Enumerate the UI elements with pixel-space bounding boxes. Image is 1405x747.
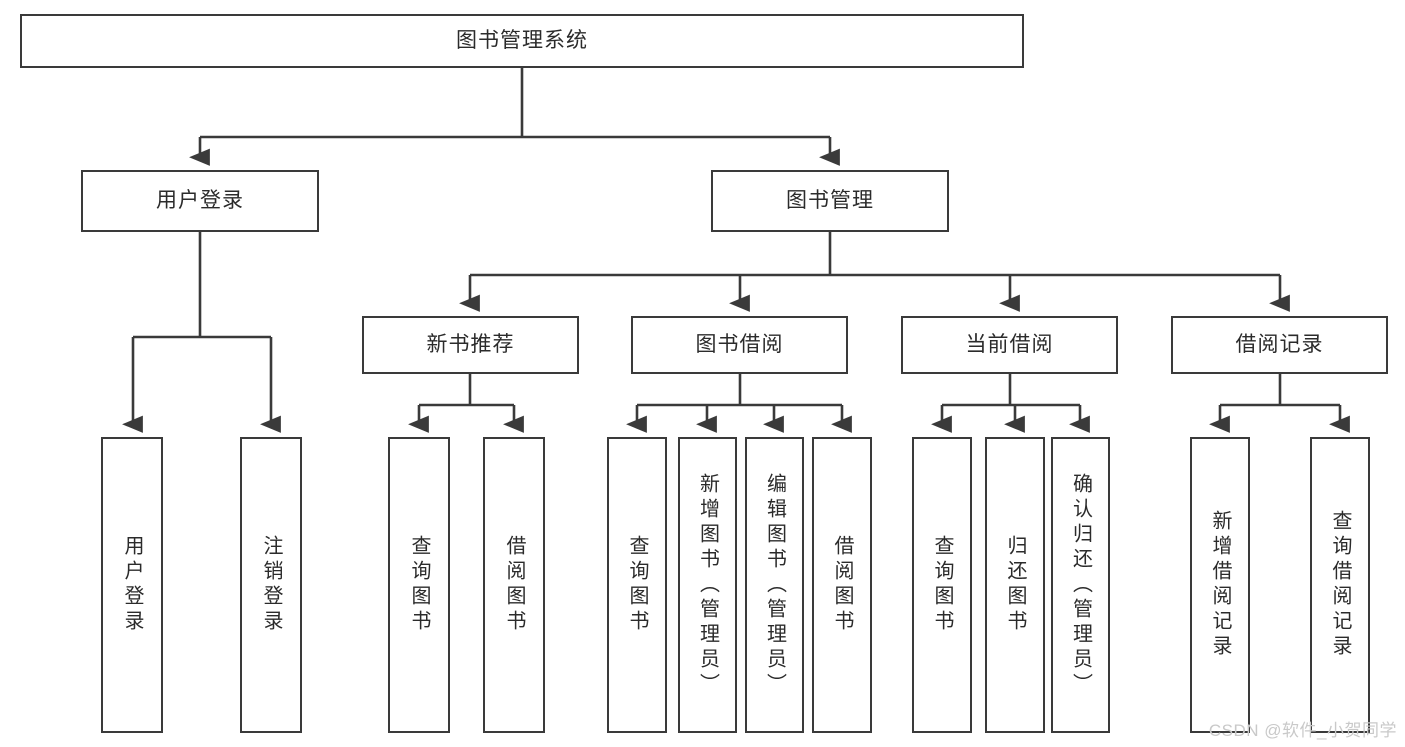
leaf-borrow-edit-book-admin-label: 编辑图书（管理员） bbox=[763, 472, 786, 698]
node-current-borrow-label: 当前借阅 bbox=[965, 333, 1054, 357]
leaf-borrow-add-book-admin-label: 新增图书（管理员） bbox=[696, 472, 719, 698]
leaf-current-return-book-label: 归还图书 bbox=[1004, 535, 1026, 635]
leaf-user-login-label: 用户登录 bbox=[121, 535, 143, 635]
leaf-record-add-borrow-record-label: 新增借阅记录 bbox=[1209, 510, 1231, 660]
node-user-login[interactable]: 用户登录 bbox=[81, 170, 319, 232]
leaf-borrow-edit-book-admin[interactable]: 编辑图书（管理员） bbox=[745, 437, 804, 733]
leaf-newbook-query-book[interactable]: 查询图书 bbox=[388, 437, 450, 733]
leaf-current-return-book[interactable]: 归还图书 bbox=[985, 437, 1045, 733]
leaf-borrow-add-book-admin[interactable]: 新增图书（管理员） bbox=[678, 437, 737, 733]
leaf-newbook-borrow-book-label: 借阅图书 bbox=[503, 535, 525, 635]
node-book-borrow[interactable]: 图书借阅 bbox=[631, 316, 848, 374]
node-root[interactable]: 图书管理系统 bbox=[20, 14, 1024, 68]
leaf-record-add-borrow-record[interactable]: 新增借阅记录 bbox=[1190, 437, 1250, 733]
leaf-record-query-borrow-record[interactable]: 查询借阅记录 bbox=[1310, 437, 1370, 733]
node-current-borrow[interactable]: 当前借阅 bbox=[901, 316, 1118, 374]
node-root-label: 图书管理系统 bbox=[456, 29, 588, 53]
node-new-book-recommend-label: 新书推荐 bbox=[426, 333, 515, 357]
node-book-management-label: 图书管理 bbox=[786, 189, 874, 213]
node-user-login-label: 用户登录 bbox=[156, 189, 244, 213]
leaf-record-query-borrow-record-label: 查询借阅记录 bbox=[1329, 510, 1351, 660]
leaf-borrow-borrow-book[interactable]: 借阅图书 bbox=[812, 437, 872, 733]
leaf-borrow-query-book-label: 查询图书 bbox=[626, 535, 648, 635]
leaf-newbook-borrow-book[interactable]: 借阅图书 bbox=[483, 437, 545, 733]
node-borrow-record-label: 借阅记录 bbox=[1235, 333, 1324, 357]
leaf-logout-login[interactable]: 注销登录 bbox=[240, 437, 302, 733]
leaf-current-confirm-return-admin[interactable]: 确认归还（管理员） bbox=[1051, 437, 1110, 733]
leaf-borrow-borrow-book-label: 借阅图书 bbox=[831, 535, 853, 635]
leaf-current-query-book-label: 查询图书 bbox=[931, 535, 953, 635]
leaf-current-confirm-return-admin-label: 确认归还（管理员） bbox=[1069, 472, 1092, 698]
leaf-logout-login-label: 注销登录 bbox=[260, 535, 282, 635]
leaf-user-login[interactable]: 用户登录 bbox=[101, 437, 163, 733]
leaf-current-query-book[interactable]: 查询图书 bbox=[912, 437, 972, 733]
leaf-newbook-query-book-label: 查询图书 bbox=[408, 535, 430, 635]
node-borrow-record[interactable]: 借阅记录 bbox=[1171, 316, 1388, 374]
leaf-borrow-query-book[interactable]: 查询图书 bbox=[607, 437, 667, 733]
node-book-borrow-label: 图书借阅 bbox=[695, 333, 784, 357]
node-book-management[interactable]: 图书管理 bbox=[711, 170, 949, 232]
node-new-book-recommend[interactable]: 新书推荐 bbox=[362, 316, 579, 374]
